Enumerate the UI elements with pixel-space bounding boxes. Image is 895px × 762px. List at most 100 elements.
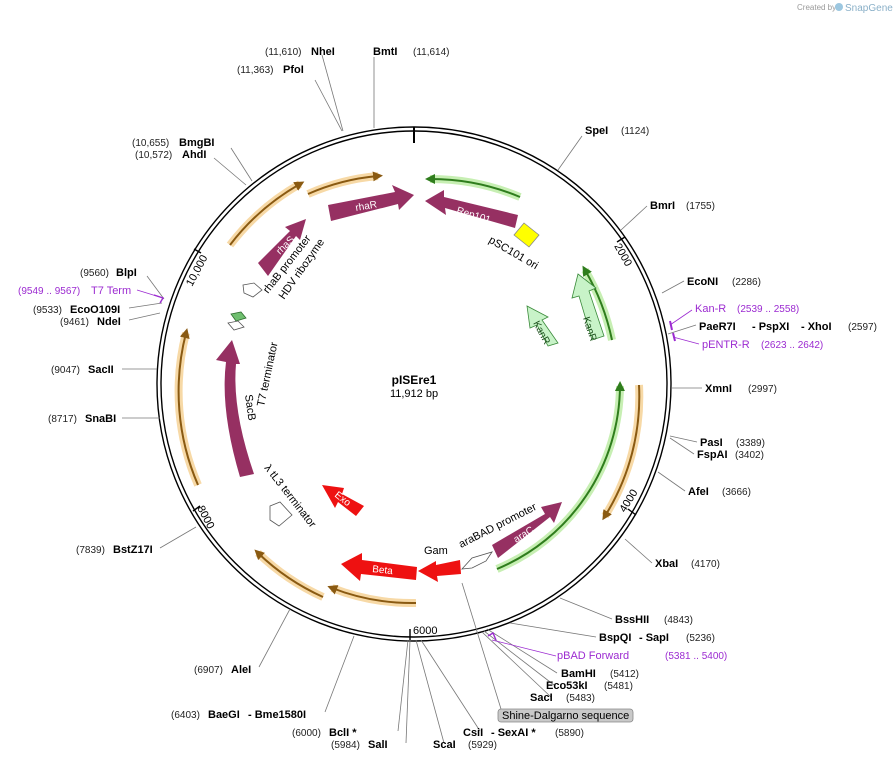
enzyme-name-econi[interactable]: EcoNI <box>687 276 718 288</box>
primer-name-pbadfwd[interactable]: pBAD Forward <box>557 650 629 662</box>
primer-name-kanr[interactable]: Kan-R <box>695 303 726 315</box>
feature-tl3-terminator[interactable] <box>269 501 293 527</box>
enzyme-name-ndei[interactable]: NdeI <box>97 316 121 328</box>
feature-gam[interactable] <box>418 560 461 582</box>
enzyme-name-sexai[interactable]: - SexAI * <box>491 727 536 739</box>
leader-line <box>213 157 247 186</box>
enzyme-pos-nhei: (11,610) <box>265 47 302 58</box>
enzyme-pos-sali: (5984) <box>331 740 360 751</box>
enzyme-name-snabi[interactable]: SnaBI <box>85 413 116 425</box>
enzyme-pos-bcli: (6000) <box>292 728 321 739</box>
enzyme-name-eco53ki[interactable]: Eco53kI <box>546 680 588 692</box>
enzyme-name-saci[interactable]: SacI <box>530 692 553 704</box>
enzyme-pos-baegi: (6403) <box>171 710 200 721</box>
leader-line <box>483 630 555 686</box>
enzyme-pos-bstz17i: (7839) <box>76 545 105 556</box>
leader-line <box>509 622 597 638</box>
feature-beta[interactable] <box>341 553 417 581</box>
primer-leaders <box>136 289 700 657</box>
leader-line <box>314 79 343 132</box>
feature-kanr-inner[interactable] <box>526 305 559 347</box>
orange-segment-top <box>307 171 383 195</box>
feature-exo[interactable] <box>322 485 364 516</box>
tick-mark-4000 <box>627 508 637 516</box>
enzyme-pos-eco53ki: (5481) <box>604 681 633 692</box>
enzyme-name-pasi[interactable]: PasI <box>700 437 723 449</box>
feature-arabad-promoter[interactable] <box>461 551 493 570</box>
enzyme-name-baegi[interactable]: BaeGI <box>208 709 240 721</box>
enzyme-name-bme1580i[interactable]: - Bme1580I <box>248 709 306 721</box>
enzyme-pos-xmni: (2997) <box>748 384 777 395</box>
orange-segment-left-top <box>229 181 305 246</box>
enzyme-name-sapi[interactable]: - SapI <box>639 632 669 644</box>
enzyme-pos-fspai: (3402) <box>735 450 764 461</box>
leader-line <box>321 54 344 132</box>
enzyme-name-sacii[interactable]: SacII <box>88 364 114 376</box>
feature-rep101[interactable] <box>425 190 518 228</box>
enzyme-name-bmgbi[interactable]: BmgBI <box>179 137 214 149</box>
leader-line <box>420 639 481 732</box>
tick-label-8000: 8000 <box>194 504 216 531</box>
primer-pos-t7term: (9549 .. 9567) <box>18 286 80 297</box>
leader-line <box>620 205 648 231</box>
enzyme-name-nhei[interactable]: NheI <box>311 46 335 58</box>
enzyme-pos-afei: (3666) <box>722 487 751 498</box>
enzyme-name-bamhi[interactable]: BamHI <box>561 668 596 680</box>
shine-dalgarno-box[interactable] <box>497 708 634 723</box>
feature-rhas[interactable] <box>258 219 306 276</box>
primer-name-pentrr[interactable]: pENTR-R <box>702 339 750 351</box>
feature-rhar[interactable] <box>328 185 414 221</box>
enzyme-name-fspai[interactable]: FspAI <box>697 449 728 461</box>
feature-beta-label: Beta <box>372 564 394 577</box>
enzyme-pos-saci: (5483) <box>566 693 595 704</box>
feature-t7-terminator[interactable] <box>227 320 245 331</box>
leader-line <box>669 309 693 326</box>
enzyme-name-pspxi[interactable]: - PspXI <box>752 321 789 333</box>
primer-labels: (9549 .. 9567) T7 Term Kan-R (2539 .. 25… <box>18 285 823 662</box>
enzyme-name-scai[interactable]: ScaI <box>433 739 456 751</box>
enzyme-labels: (11,610) NheI BmtI (11,614) (11,363) Pfo… <box>33 46 877 751</box>
enzyme-name-pfoi[interactable]: PfoI <box>283 64 304 76</box>
enzyme-name-bsshii[interactable]: BssHII <box>615 614 649 626</box>
enzyme-pos-ahdi: (10,572) <box>135 150 172 161</box>
enzyme-name-bcli[interactable]: BclI * <box>329 727 357 739</box>
leader-line <box>486 628 558 674</box>
enzyme-pos-sacii: (9047) <box>51 365 80 376</box>
enzyme-name-xhoi[interactable]: - XhoI <box>801 321 832 333</box>
enzyme-name-blpi[interactable]: BlpI <box>116 267 137 279</box>
feature-rhar-label: rhaR <box>355 199 378 214</box>
feature-psc101-ori[interactable] <box>513 222 540 248</box>
enzyme-name-eco0109i[interactable]: EcoO109I <box>70 304 120 316</box>
leader-line <box>557 135 583 171</box>
outer-ring-features <box>174 171 644 608</box>
enzyme-name-bmti[interactable]: BmtI <box>373 46 397 58</box>
enzyme-name-alei[interactable]: AleI <box>231 664 251 676</box>
enzyme-name-xmni[interactable]: XmnI <box>705 383 732 395</box>
green-segment-kan <box>582 265 613 341</box>
feature-hdv-ribozyme[interactable] <box>230 311 247 322</box>
enzyme-name-bmri[interactable]: BmrI <box>650 200 675 212</box>
enzyme-name-sali[interactable]: SalI <box>368 739 388 751</box>
primer-pos-kanr: (2539 .. 2558) <box>737 304 799 315</box>
enzyme-name-spei[interactable]: SpeI <box>585 125 608 137</box>
leader-line <box>230 147 253 182</box>
enzyme-pos-pasi: (3389) <box>736 438 765 449</box>
enzyme-name-bspqi[interactable]: BspQI <box>599 632 631 644</box>
enzyme-name-paer7i[interactable]: PaeR7I <box>699 321 736 333</box>
feature-rhab-promoter[interactable] <box>242 282 263 298</box>
feature-sacb[interactable] <box>216 340 254 477</box>
enzyme-pos-scai: (5929) <box>468 740 497 751</box>
enzyme-name-afei[interactable]: AfeI <box>688 486 709 498</box>
primer-name-t7term[interactable]: T7 Term <box>91 285 131 297</box>
green-segment-arac <box>496 381 625 570</box>
feature-arac[interactable] <box>492 502 562 558</box>
feature-kanr-outer[interactable] <box>571 273 605 341</box>
leader-line <box>491 639 557 657</box>
leader-line <box>159 526 197 549</box>
enzyme-name-xbai[interactable]: XbaI <box>655 558 678 570</box>
enzyme-name-ahdi[interactable]: AhdI <box>182 149 206 161</box>
enzyme-name-bstz17i[interactable]: BstZ17I <box>113 544 153 556</box>
enzyme-name-csii[interactable]: CsiI <box>463 727 483 739</box>
orange-segment-bottom-left <box>254 549 324 598</box>
